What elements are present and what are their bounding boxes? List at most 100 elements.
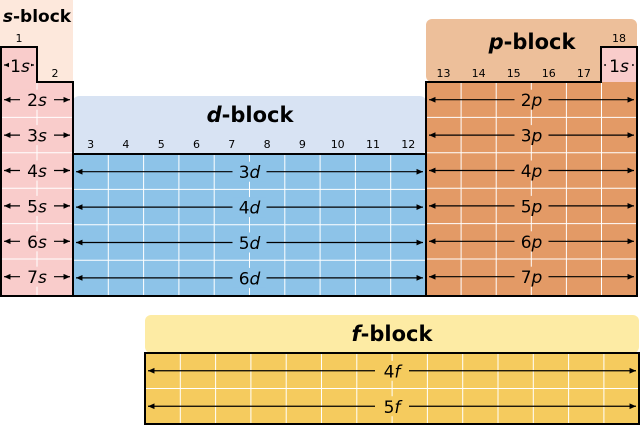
orbital-row-2p-label: 2p [521,91,543,111]
group-label-5: 5 [158,138,165,151]
orbital-row-7s-label: 7s [27,268,47,288]
f-block-header-background [145,315,639,353]
he-1s-label: 1s [609,57,629,77]
d-block-title-suffix: -block [222,103,295,127]
s-block-title: s-block [3,7,72,27]
orbital-row-6d: 6d [76,267,423,289]
orbital-row-5d-label-background [232,232,267,253]
orbital-row-6p-label-background [514,231,549,252]
orbital-row-5s-label-background [20,195,54,216]
p-block-helium-1s-row: 1s [604,55,634,77]
group-label-11: 11 [366,138,380,151]
orbital-row-5f: 5f [148,396,636,418]
orbital-row-7p-label: 7p [521,268,543,288]
s-1s-label: 1s [10,57,30,77]
orbital-row-4d-label-background [232,197,267,218]
orbital-row-6d-label-background [232,267,267,288]
orbital-row-5d: 5d [76,232,423,254]
d-block-group-labels: 3 4 5 6 7 8 9 10 11 12 [87,138,415,151]
orbital-row-6s: 6s [4,231,70,253]
group-label-9: 9 [299,138,306,151]
group-label-14: 14 [472,67,486,80]
orbital-row-4f: 4f [148,360,636,382]
orbital-row-4s-label-background [20,160,54,181]
orbital-row-4d: 4d [76,197,423,219]
orbital-row-6s-label: 6s [27,233,47,253]
s-1s-label-background [9,55,31,75]
group-label-10: 10 [331,138,345,151]
p-block-outline [425,46,638,297]
d-block-title-letter: d [207,103,223,127]
group-label-1: 1 [16,32,23,45]
group-label-18: 18 [612,32,626,45]
orbital-row-6s-label-background [20,231,54,252]
orbital-row-2s-label-background [20,89,54,110]
f-block-title-letter: f [352,322,364,346]
p-block-header-background [426,19,637,82]
he-1s-label-background [606,55,632,75]
group-label-12: 12 [401,138,415,151]
group-label-8: 8 [264,138,271,151]
orbital-row-4f-label-background [375,360,409,381]
orbital-row-6p-label: 6p [521,233,543,253]
orbital-row-6p: 6p [429,231,634,253]
orbital-row-6d-label: 6d [239,269,261,289]
orbital-row-5d-label: 5d [239,234,261,254]
orbital-row-3s: 3s [4,125,70,147]
orbital-row-7p-label-background [514,266,549,287]
group-label-6: 6 [193,138,200,151]
orbital-row-3d-label: 3d [239,163,261,183]
p-block-group-labels: 13 14 15 16 17 [437,67,591,80]
d-block-header-background [73,96,426,154]
orbital-row-3d: 3d [76,161,423,183]
orbital-row-7s-label-background [20,266,54,287]
orbital-row-4s-label: 4s [27,162,47,182]
p-block-title-letter: p [488,30,504,54]
orbital-row-4s: 4s [4,160,70,182]
orbital-row-3p: 3p [429,125,634,147]
orbital-row-3p-label: 3p [521,127,543,147]
orbital-row-3d-label-background [232,161,267,182]
group-label-17: 17 [577,67,591,80]
p-block-title: p-block [488,30,577,54]
orbital-row-5f-label: 5f [384,398,404,418]
orbital-row-5p-label: 5p [521,197,543,217]
s-block-title-suffix: -block [13,7,72,27]
group-label-15: 15 [507,67,521,80]
f-block-title-suffix: -block [361,322,434,346]
s-block-1s-row: 1s [4,55,34,77]
orbital-row-4p-label-background [514,160,549,181]
group-label-2: 2 [52,67,59,80]
orbital-row-7p: 7p [429,266,634,288]
group-label-13: 13 [437,67,451,80]
orbital-row-4p: 4p [429,160,634,182]
s-block-title-letter: s [3,7,13,27]
orbital-row-4d-label: 4d [239,199,261,219]
group-label-7: 7 [228,138,235,151]
orbital-row-4p-label: 4p [521,162,543,182]
orbital-row-4f-label: 4f [384,362,404,382]
orbital-row-2p: 2p [429,89,634,111]
orbital-row-5s-label: 5s [27,197,47,217]
d-block-title: d-block [207,103,295,127]
orbital-row-2s-label: 2s [27,91,47,111]
group-label-3: 3 [87,138,94,151]
orbital-row-5p: 5p [429,195,634,217]
orbital-row-3s-label-background [20,125,54,146]
orbital-row-5s: 5s [4,195,70,217]
p-block-title-suffix: -block [504,30,577,54]
orbital-row-3s-label: 3s [27,127,47,147]
f-block-outline [144,352,640,425]
orbital-row-3p-label-background [514,125,549,146]
orbital-row-5f-label-background [375,396,409,417]
orbital-row-2p-label-background [514,89,549,110]
f-block-title: f-block [352,322,434,346]
orbital-row-2s: 2s [4,89,70,111]
orbital-row-7s: 7s [4,266,70,288]
orbital-row-5p-label-background [514,195,549,216]
group-label-4: 4 [122,138,129,151]
group-label-16: 16 [542,67,556,80]
